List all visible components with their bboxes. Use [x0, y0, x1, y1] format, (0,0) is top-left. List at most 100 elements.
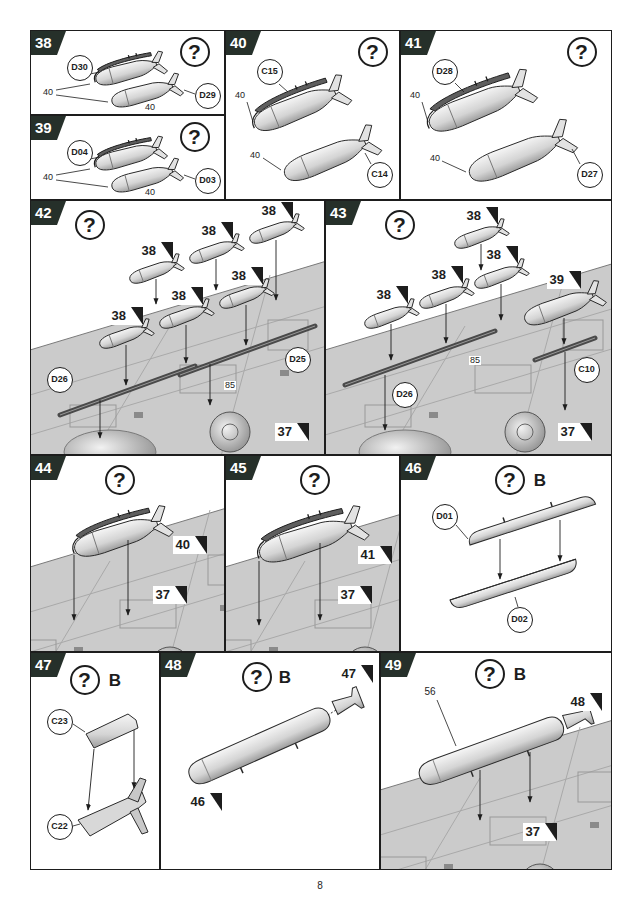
page-number: 8: [316, 881, 324, 891]
query-mark: ?: [188, 126, 201, 147]
step-tab: 48: [161, 653, 196, 677]
flag-wedge: [161, 242, 173, 260]
part-number: D26: [392, 382, 418, 408]
leader-number: 40: [429, 154, 441, 163]
step-panel: ?413745: [225, 455, 400, 652]
query-icon: ?: [70, 665, 100, 695]
step-number: 44: [31, 456, 52, 480]
step-number: 43: [326, 201, 347, 225]
flag-wedge: [545, 823, 557, 841]
query-icon: ?: [75, 210, 105, 240]
step-panel: ?C23C2247: [30, 652, 160, 870]
callout-flag: 38: [259, 202, 293, 220]
part-code: D29: [199, 91, 216, 100]
leader-number: 85: [224, 381, 236, 390]
flag-wedge: [486, 207, 498, 225]
leader-number: 40: [144, 103, 156, 112]
wing-underside: [340, 700, 640, 905]
step-reference: 38: [467, 209, 481, 222]
step-tab: 41: [401, 31, 436, 55]
step-number: 49: [381, 653, 402, 677]
flag-wedge: [191, 287, 203, 305]
step-reference: 38: [262, 204, 276, 217]
flag-wedge: [569, 271, 581, 289]
part-number: D02: [507, 607, 533, 633]
part-code: D25: [289, 355, 306, 364]
flag-wedge: [396, 286, 408, 304]
step-reference: 38: [172, 289, 186, 302]
flag-wedge: [361, 665, 373, 683]
part-code: D01: [436, 512, 453, 521]
step-panel: ? 48 37 49: [380, 652, 612, 870]
callout-flag: 46: [188, 793, 222, 811]
step-number: 39: [31, 116, 52, 140]
query-mark: ?: [366, 41, 379, 62]
callout-flag: 38: [464, 207, 498, 225]
step-panel: ?D01D0246: [400, 455, 612, 652]
callout-flag: 39: [547, 271, 581, 289]
callout-flag: 37: [275, 423, 309, 441]
part-code: D03: [199, 176, 216, 185]
part-number: D30: [67, 55, 93, 81]
query-icon: ?: [358, 37, 388, 67]
callout-flag: 38: [229, 267, 263, 285]
step-tab: 44: [31, 456, 66, 480]
part-code: D26: [396, 390, 413, 399]
step-panel: ? D04D03 39: [30, 115, 225, 200]
part-number: D01: [432, 504, 458, 530]
callout-flag: 38: [374, 286, 408, 304]
callout-flag: 37: [558, 423, 592, 441]
leader-number: 40: [234, 91, 246, 100]
drop-tank-parts: [450, 489, 596, 610]
query-mark: ?: [188, 41, 201, 62]
leader-number: 56: [423, 687, 436, 697]
callout-flag: 38: [484, 246, 518, 264]
step-reference: 37: [561, 425, 575, 438]
step-panel: ?C15C1440: [225, 30, 400, 200]
flag-wedge: [221, 222, 233, 240]
step-panel: ?3838383839D26C103743: [325, 200, 612, 455]
callout-flag: 37: [153, 586, 187, 604]
flag-wedge: [251, 267, 263, 285]
step-reference: 46: [191, 795, 205, 808]
flag-wedge: [131, 307, 143, 325]
callout-flag: 38: [199, 222, 233, 240]
part-code: D26: [51, 375, 68, 384]
step-number: 42: [31, 201, 52, 225]
tail-parts: [73, 714, 148, 836]
flag-wedge: [360, 586, 372, 604]
part-code: C10: [578, 365, 595, 374]
variant-letter: B: [513, 666, 527, 683]
step-number: 41: [401, 31, 422, 55]
query-icon: ?: [567, 37, 597, 67]
callout-flag: 48: [568, 693, 602, 711]
query-icon: ?: [385, 210, 415, 240]
step-tab: 39: [31, 116, 66, 140]
query-mark: ?: [250, 666, 263, 687]
step-reference: 47: [342, 667, 356, 680]
leader-number: 40: [409, 91, 421, 100]
query-mark: ?: [483, 663, 496, 684]
step-reference: 40: [176, 538, 190, 551]
bomb-parts: [245, 73, 383, 190]
leader-number: 40: [249, 151, 261, 160]
flag-wedge: [297, 423, 309, 441]
step-reference: 48: [571, 695, 585, 708]
callout-flag: 41: [358, 546, 392, 564]
step-reference: 37: [526, 825, 540, 838]
step-reference: 38: [202, 224, 216, 237]
variant-letter: B: [278, 669, 292, 686]
step-panel: ?383838383838D25D263742: [30, 200, 325, 455]
wing-underside: [165, 495, 465, 709]
flag-wedge: [195, 536, 207, 554]
step-reference: 39: [550, 273, 564, 286]
part-code: D27: [581, 170, 598, 179]
callout-flag: 38: [109, 307, 143, 325]
query-icon: ?: [180, 122, 210, 152]
part-code: D04: [71, 148, 88, 157]
query-icon: ?: [105, 465, 135, 495]
step-tab: 45: [226, 456, 261, 480]
step-tab: 46: [401, 456, 436, 480]
step-tab: 49: [381, 653, 416, 677]
